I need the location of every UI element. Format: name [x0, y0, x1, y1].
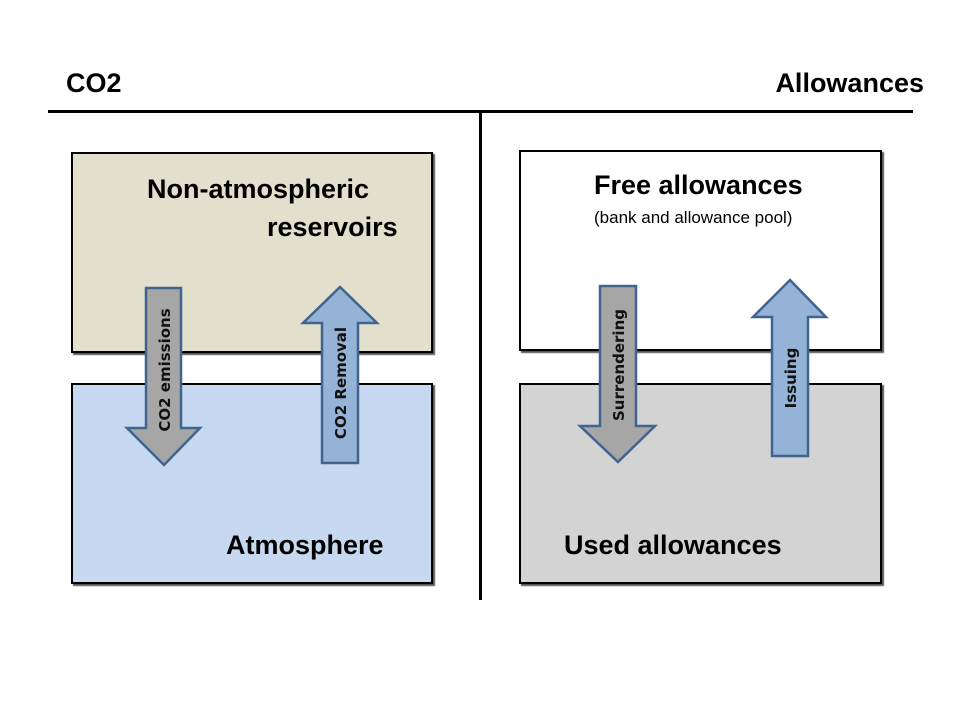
used-allowances-label: Used allowances — [564, 530, 782, 560]
allowances-header: Allowances — [775, 68, 924, 98]
co2-removal-label: CO2 Removal — [332, 327, 350, 439]
issuing-arrow: Issuing — [749, 278, 829, 458]
co2-removal-arrow-shape — [299, 285, 381, 465]
vertical-divider — [479, 112, 482, 600]
atmosphere-box — [71, 383, 433, 584]
surrendering-arrow: Surrendering — [576, 284, 659, 464]
co2-emissions-label: CO2 emissions — [156, 308, 174, 431]
used-allowances-box — [519, 383, 882, 584]
non-atmospheric-label: Non-atmospheric — [147, 174, 370, 204]
co2-removal-arrow: CO2 Removal — [299, 285, 381, 465]
surrendering-arrow-shape — [576, 284, 659, 464]
free-allowances-label: Free allowances — [594, 170, 803, 200]
reservoirs-label: reservoirs — [267, 212, 398, 242]
co2-header: CO2 — [66, 68, 122, 98]
surrendering-label: Surrendering — [610, 309, 628, 421]
free-allowances-subtitle: (bank and allowance pool) — [594, 208, 793, 227]
issuing-label: Issuing — [782, 348, 800, 409]
co2-emissions-arrow-shape — [123, 286, 203, 467]
co2-emissions-arrow: CO2 emissions — [123, 286, 203, 467]
horizontal-divider — [48, 110, 913, 113]
issuing-arrow-shape — [749, 278, 829, 458]
atmosphere-label: Atmosphere — [226, 530, 384, 560]
